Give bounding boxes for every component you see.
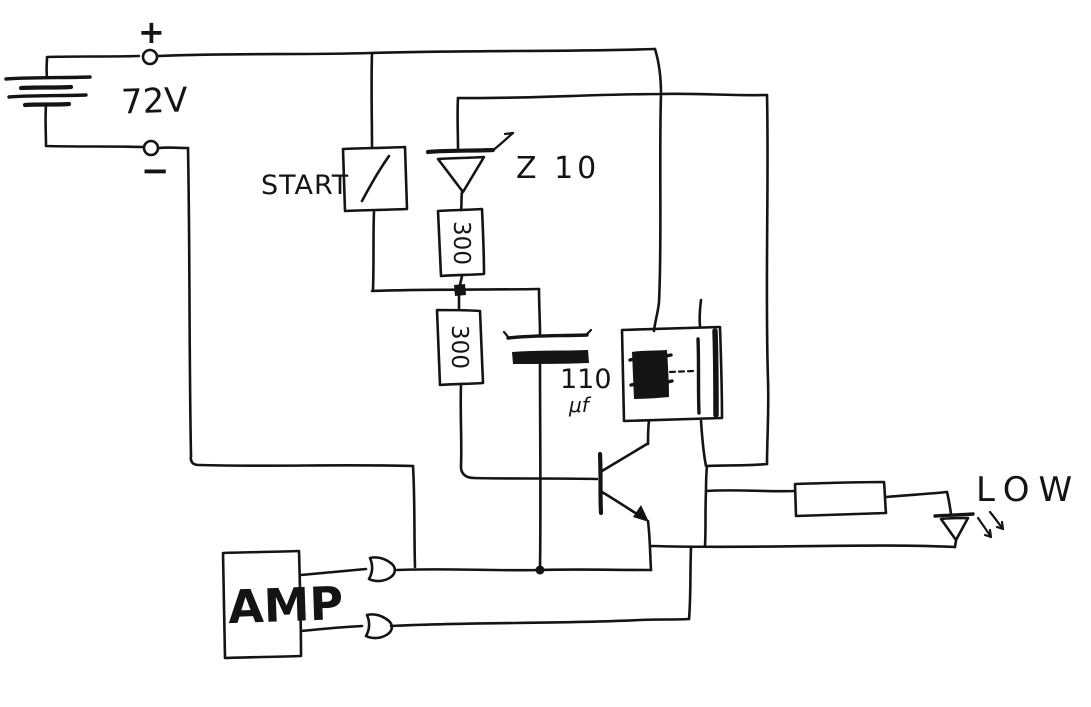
battery-plate — [7, 93, 88, 99]
wire-relay-contact-down — [699, 419, 708, 468]
wire-amp-bottom-run — [389, 617, 691, 628]
wire-cap-top — [537, 287, 542, 336]
wire-amp-lead-bottom — [299, 624, 364, 633]
diode-arrow-hook — [503, 131, 515, 136]
left-return-wiring — [157, 146, 417, 569]
start-switch-box — [341, 145, 409, 213]
wire-second-rail — [456, 92, 769, 100]
resistor-lower-label: 300 — [446, 325, 472, 369]
transistor-base-bar — [597, 451, 604, 516]
battery-plate — [18, 84, 74, 91]
amp-box — [221, 549, 303, 660]
minus-label: − — [141, 151, 170, 191]
junction — [370, 284, 541, 296]
relay-contact-blade — [696, 337, 701, 415]
wire-right-drop-lower — [703, 489, 708, 548]
wire-amp-lead-top — [299, 567, 368, 577]
diode-triangle — [436, 155, 486, 194]
plus-terminal — [141, 48, 159, 66]
resistor-lower: 300 — [435, 294, 599, 481]
wire-left-drop — [411, 464, 417, 569]
zener-label: Z 10 — [516, 151, 600, 186]
low-resistor-box — [793, 480, 888, 518]
diode-arrow-stroke — [490, 131, 515, 153]
low-branch: LOW — [649, 470, 1081, 549]
amplifier: AMP — [221, 546, 693, 660]
wire-battery-to-minus — [44, 103, 145, 149]
start-label: START — [261, 170, 349, 201]
led-cathode-bar — [933, 512, 975, 518]
wire-common-rail — [395, 567, 653, 572]
battery-plate — [22, 101, 72, 108]
amp-label: AMP — [227, 576, 344, 634]
transistor-collector — [600, 442, 649, 473]
battery-terminals: + 72V − — [44, 13, 188, 191]
wire-relay-supply — [652, 92, 663, 333]
connector-plug-bottom — [364, 613, 394, 640]
wire-left-vertical — [186, 146, 193, 458]
relay-coil-scribble — [629, 379, 674, 387]
resistor-upper-label: 300 — [448, 221, 474, 265]
resistor-lower-box — [435, 308, 485, 387]
resistor-upper-box — [436, 207, 486, 278]
relay — [620, 298, 724, 468]
relay-coil-scribble — [628, 353, 673, 362]
wire-right-jog — [705, 462, 769, 468]
wire-emitter-down — [646, 519, 653, 572]
plus-label: + — [138, 13, 165, 51]
capacitor-plate-tick-left — [502, 330, 511, 340]
transistor-emitter-arrowhead — [633, 505, 649, 522]
wire-start-bottom — [371, 209, 376, 292]
capacitor-plate-tick-right — [584, 328, 593, 337]
wire-junction-horizontal — [370, 287, 541, 293]
relay-frame-bar — [712, 328, 719, 418]
start-switch-lever — [360, 154, 391, 203]
wire-resistor-lower-to-base — [459, 383, 599, 481]
capacitor-bottom-plate — [512, 350, 589, 364]
top-wiring — [156, 47, 770, 548]
wire-relay-top-stub — [698, 298, 703, 329]
led-triangle — [939, 516, 970, 542]
capacitor-top-plate — [506, 333, 589, 340]
wire-bottom-horizontal — [189, 454, 415, 468]
wire-return-rail — [649, 544, 957, 549]
wire-right-vertical — [765, 93, 770, 466]
wire-led-down — [945, 490, 953, 516]
wire-top-rail — [156, 47, 657, 58]
battery-symbol — [4, 75, 92, 108]
wire-low-resistor-out — [884, 490, 949, 499]
wire-right-drop-upper — [704, 464, 709, 493]
capacitor-value-label: 110 — [560, 364, 612, 395]
wire-top-corner — [653, 47, 663, 96]
start-switch: START — [261, 51, 409, 292]
low-label: LOW — [976, 470, 1081, 510]
diode-cathode-bar — [425, 147, 496, 155]
capacitor: 110 μf — [502, 287, 612, 575]
zener-diode: Z 10 — [425, 96, 600, 212]
transistor — [597, 419, 653, 572]
wire-battery-to-plus — [45, 54, 141, 79]
led-arrow — [988, 510, 1005, 531]
wire-resistor-upper-bottom — [458, 274, 464, 287]
battery-voltage-label: 72V — [120, 80, 188, 122]
wire-diode-bottom — [459, 190, 464, 212]
connector-plug-top — [367, 556, 397, 583]
relay-linkage — [668, 369, 695, 374]
relay-coil — [632, 350, 669, 399]
resistor-upper: 300 — [436, 207, 486, 287]
relay-box — [620, 325, 724, 423]
wire-amp-bottom-up — [687, 546, 693, 621]
wire-collector-to-relay — [646, 419, 651, 446]
led-arrow — [976, 516, 993, 539]
wire-to-low-resistor — [704, 489, 796, 493]
capacitor-unit-label: μf — [568, 393, 592, 417]
